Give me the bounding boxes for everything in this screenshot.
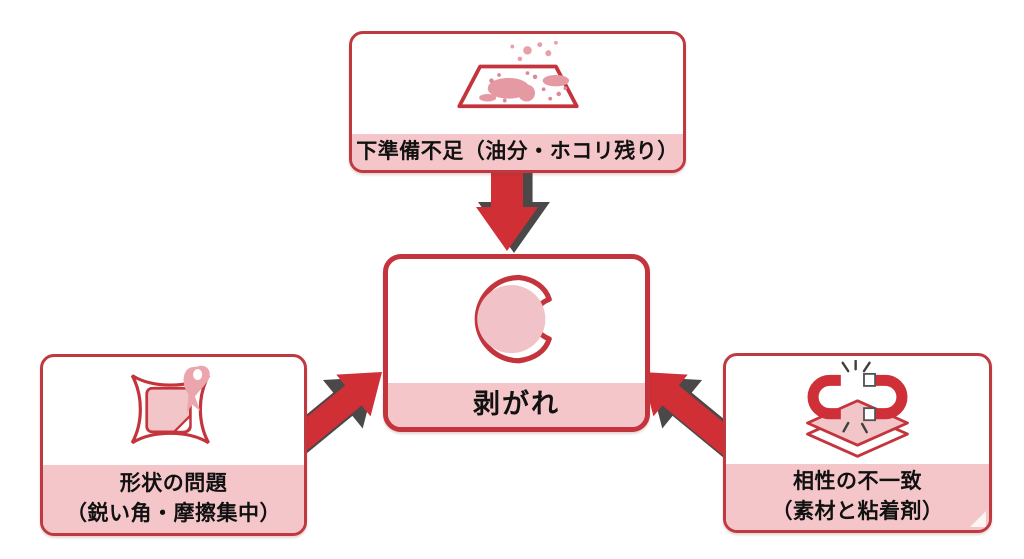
page-fold-corner: [970, 511, 986, 527]
right-box-label: 相性の不一致 （素材と粘着剤）: [726, 464, 989, 530]
right-box-label-line1: 相性の不一致: [793, 469, 922, 493]
sharp-corner-sticker-icon: [127, 365, 213, 448]
cause-box-preparation: 下準備不足（油分・ホコリ残り）: [349, 31, 686, 173]
right-box-icon-area: [726, 356, 989, 464]
peeling-sticker-icon: [474, 274, 552, 364]
center-box-label: 剥がれ: [388, 383, 645, 427]
right-box-label-line2: （素材と粘着剤）: [771, 500, 944, 523]
center-box-icon-area: [388, 259, 645, 383]
top-box-label-text: 下準備不足（油分・ホコリ残り）: [356, 139, 679, 163]
cause-box-compatibility: 相性の不一致 （素材と粘着剤）: [723, 353, 992, 533]
arrow-top-to-center: [476, 153, 550, 253]
left-box-label-line2: （鋭い角・摩擦集中）: [66, 502, 281, 525]
dirty-surface-icon: [456, 40, 579, 109]
result-box-peeling: 剥がれ: [383, 254, 650, 432]
left-box-label-line1: 形状の問題: [119, 471, 228, 495]
magnet-repel-layers-icon: [806, 360, 909, 458]
top-box-label: 下準備不足（油分・ホコリ残り）: [352, 134, 683, 170]
center-box-label-text: 剥がれ: [473, 389, 560, 420]
left-box-label: 形状の問題 （鋭い角・摩擦集中）: [43, 465, 304, 533]
cause-box-shape: 形状の問題 （鋭い角・摩擦集中）: [40, 354, 307, 536]
left-box-icon-area: [43, 357, 304, 465]
top-box-icon-area: [352, 34, 683, 134]
